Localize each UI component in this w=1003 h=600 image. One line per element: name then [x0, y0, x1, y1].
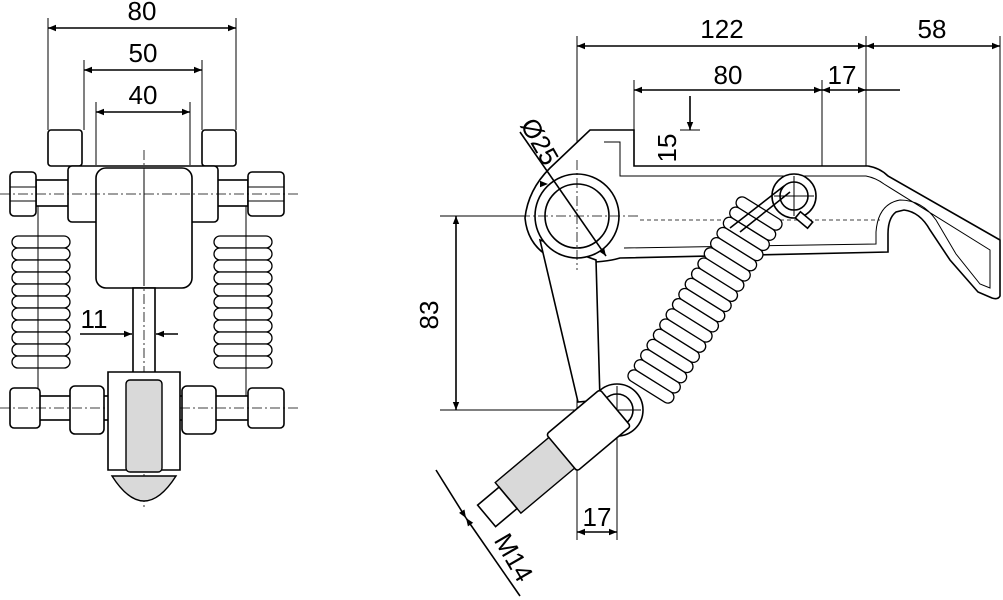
spring-hook-top: [729, 185, 785, 229]
dim-stud-offset: 17: [583, 502, 612, 532]
dim-slot-offset: 17: [828, 60, 857, 90]
dim-slot-length: 80: [714, 60, 743, 90]
threaded-stud: [476, 389, 631, 528]
dim-total-length: 122: [700, 14, 743, 44]
right-spring: [213, 235, 273, 369]
dim-diameter-leader: [519, 131, 607, 257]
dim-m14-leader-1: [435, 469, 467, 519]
dim-spring-pitch: 50: [129, 38, 158, 68]
side-view: 122 58 80 17 15 25 Ø25 83: [414, 14, 1001, 597]
upper-pin-clip: [794, 210, 814, 230]
bottom-right-inner-nut: [181, 385, 217, 435]
lower-link-plate: [538, 238, 601, 403]
left-spring: [11, 235, 71, 369]
left-top-bracket: [47, 129, 83, 167]
right-top-bracket: [201, 129, 237, 167]
dim-slot-depth: 15: [652, 134, 682, 163]
front-view: 80 50 40: [0, 0, 300, 510]
lever-arm-inner-edge: [604, 141, 991, 289]
dim-overall-width: 80: [128, 0, 157, 26]
clevis-slot: [125, 379, 163, 473]
clevis-ball: [110, 475, 178, 502]
dim-thread: M14: [488, 528, 539, 587]
dim-tip-length: 58: [918, 14, 947, 44]
dim-rod-diameter: 11: [81, 304, 108, 334]
dim-body-width: 40: [129, 80, 158, 110]
tension-spring: [627, 196, 783, 404]
dim-m14-leader-2: [465, 517, 521, 597]
dim-pivot-height: 83: [414, 301, 444, 330]
bottom-left-inner-nut: [69, 385, 105, 435]
stud-tip: [476, 485, 519, 528]
